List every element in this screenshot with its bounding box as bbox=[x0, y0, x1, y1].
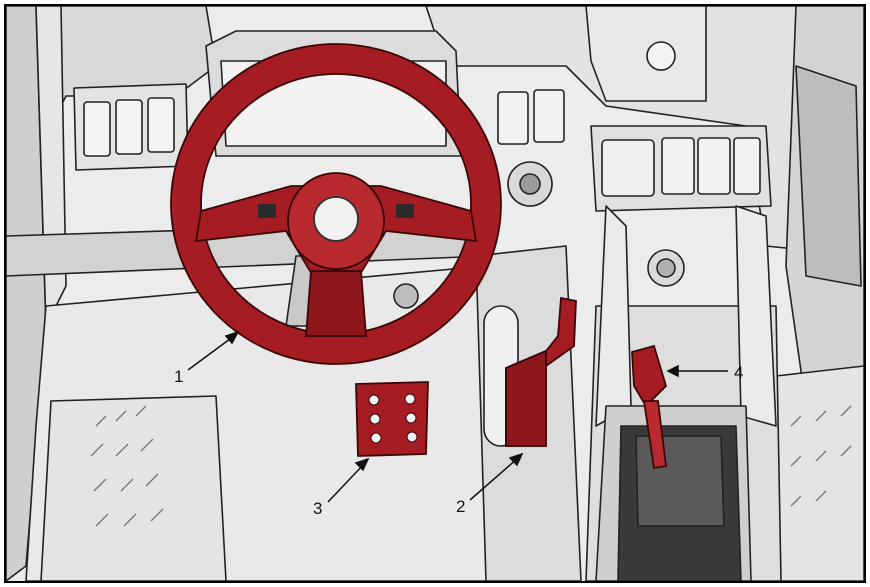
brake-pedal bbox=[356, 382, 428, 456]
callout-1: 1 bbox=[174, 367, 183, 386]
vehicle-cockpit-illustration: 1 3 2 4 bbox=[6, 6, 864, 581]
diagram-frame: 1 3 2 4 bbox=[4, 4, 866, 583]
callout-3: 3 bbox=[313, 499, 322, 518]
callout-4: 4 bbox=[734, 363, 743, 382]
callout-2: 2 bbox=[456, 497, 465, 516]
